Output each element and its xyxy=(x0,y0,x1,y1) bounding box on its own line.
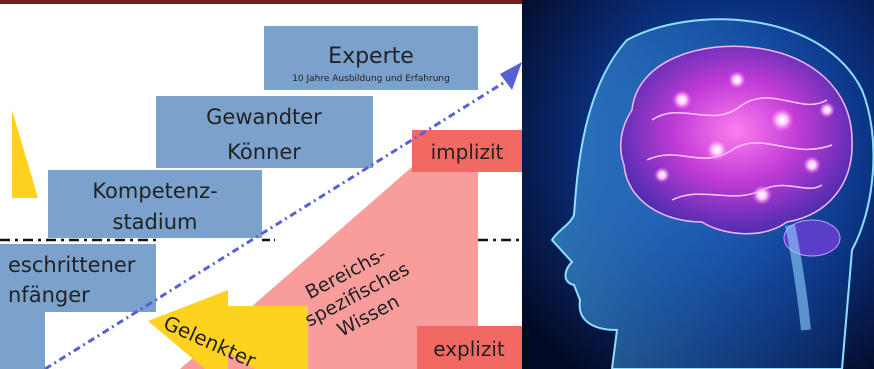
neuron-spark xyxy=(672,90,692,110)
expert-title: Experte xyxy=(328,44,414,69)
implicit-label-box xyxy=(412,130,522,172)
proficient-line1: Gewandter xyxy=(206,105,322,129)
proficient-line2: Könner xyxy=(227,140,301,164)
expert-subtitle: 10 Jahre Ausbildung und Erfahrung xyxy=(292,74,450,84)
competent-line2: stadium xyxy=(113,210,198,234)
explicit-label: explizit xyxy=(433,337,505,361)
competent-step xyxy=(48,170,262,238)
explicit-label-box xyxy=(417,326,522,369)
neuron-spark xyxy=(752,185,772,205)
neuron-spark xyxy=(728,71,746,89)
neuron-spark xyxy=(706,139,728,161)
neuron-spark xyxy=(654,167,670,183)
neuron-spark xyxy=(819,102,835,118)
advanced-beginner-step xyxy=(0,244,156,312)
neuron-spark xyxy=(803,156,821,174)
guided-arrow xyxy=(148,290,308,369)
brain-fold-1 xyxy=(651,97,828,121)
progress-arrow-head xyxy=(500,62,522,90)
implicit-label: implizit xyxy=(431,140,504,164)
expert-step xyxy=(264,26,478,90)
brain-fold-2 xyxy=(646,142,833,161)
novice-step xyxy=(0,312,45,369)
skill-diagram: Experte 10 Jahre Ausbildung und Erfahrun… xyxy=(0,0,522,369)
diagram-canvas: Experte 10 Jahre Ausbildung und Erfahrun… xyxy=(0,26,522,369)
progress-arrow-line xyxy=(44,78,509,369)
brain-image xyxy=(522,0,874,369)
advanced-line1: eschrittener xyxy=(8,253,136,277)
neuron-spark xyxy=(770,108,794,132)
advanced-line2: nfänger xyxy=(8,283,90,307)
brain-illustration xyxy=(522,0,874,369)
top-border xyxy=(0,0,522,4)
competent-line1: Kompetenz- xyxy=(92,179,217,203)
brain-stem xyxy=(785,224,811,331)
proficient-step xyxy=(156,96,373,168)
yellow-arrow-top xyxy=(12,110,38,198)
